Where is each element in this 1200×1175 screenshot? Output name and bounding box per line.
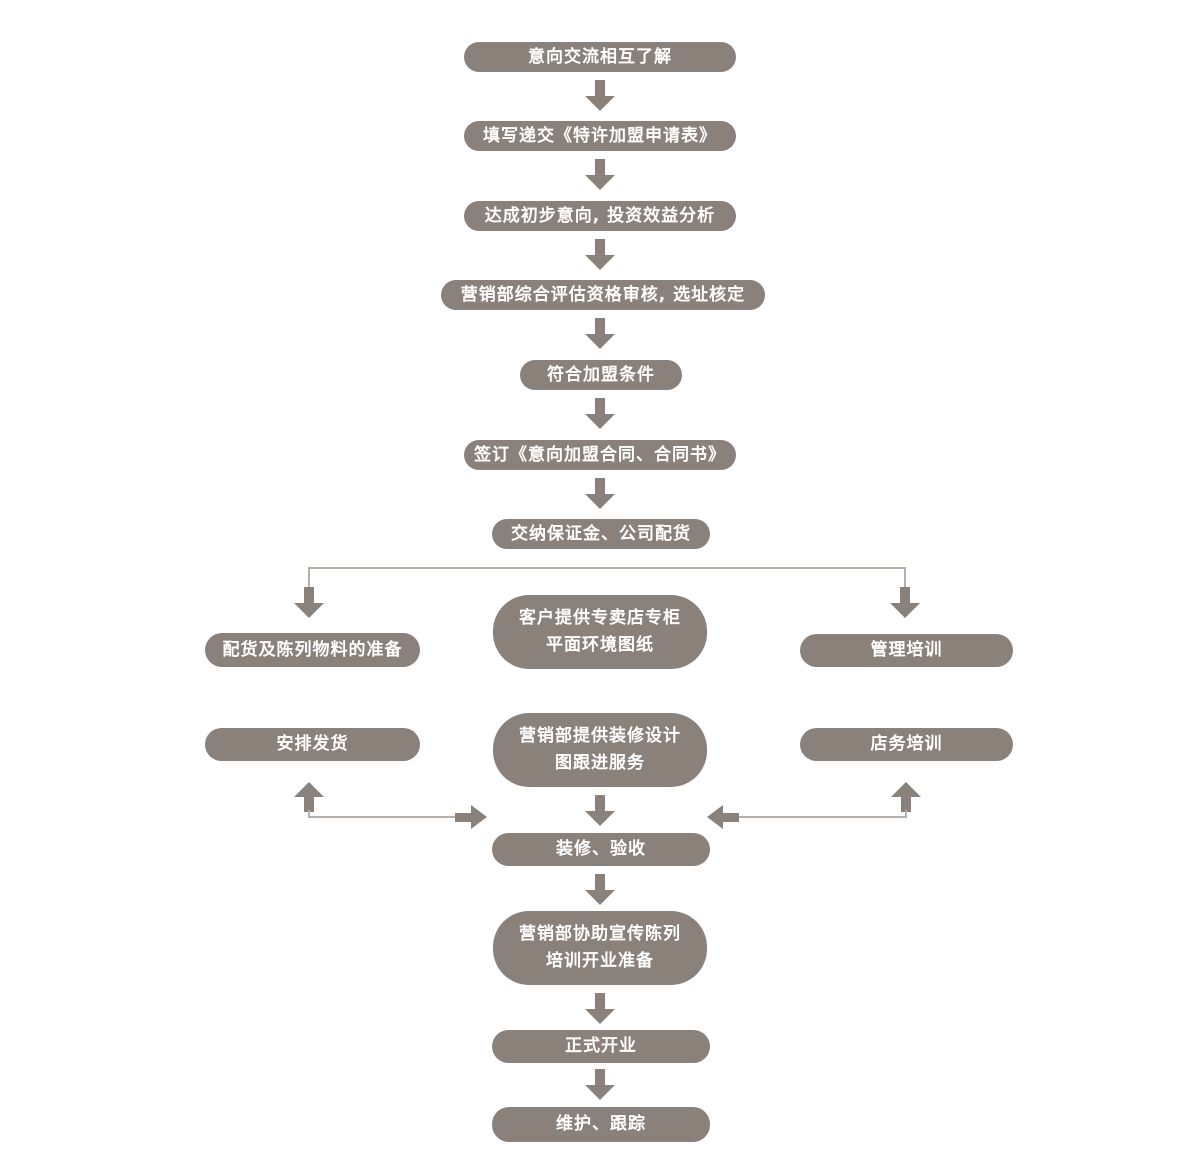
converge-left-drop-line: [308, 810, 310, 818]
flow-node-intent-exchange: 意向交流相互了解: [464, 42, 736, 72]
arrow-down-icon: [585, 80, 615, 111]
flow-node-grand-opening: 正式开业: [492, 1030, 710, 1063]
arrow-up-icon: [294, 782, 324, 812]
branch-rail-line: [309, 567, 906, 569]
converge-right-rail-line: [739, 816, 906, 818]
arrow-down-icon: [585, 318, 615, 349]
flow-node-meet-conditions: 符合加盟条件: [520, 360, 682, 390]
branch-left-drop-line: [308, 567, 310, 589]
flow-node-decoration-acceptance: 装修、验收: [492, 833, 710, 866]
arrow-down-icon: [585, 795, 615, 826]
arrow-down-icon: [890, 587, 920, 618]
arrow-left-icon: [707, 805, 739, 829]
arrow-down-icon: [585, 398, 615, 429]
flow-node-arrange-shipment: 安排发货: [205, 728, 420, 761]
flow-node-store-training: 店务培训: [800, 728, 1013, 761]
converge-left-rail-line: [309, 816, 455, 818]
flow-node-qualification-review: 营销部综合评估资格审核, 选址核定: [441, 280, 765, 310]
flow-node-management-training: 管理培训: [800, 634, 1013, 667]
arrow-down-icon: [585, 159, 615, 190]
flow-node-customer-floorplan: 客户提供专卖店专柜 平面环境图纸: [493, 595, 707, 669]
arrow-down-icon: [585, 874, 615, 905]
flow-node-opening-prep: 营销部协助宣传陈列 培训开业准备: [493, 911, 707, 985]
arrow-up-icon: [891, 782, 921, 812]
arrow-right-icon: [455, 805, 487, 829]
flow-node-goods-display-prep: 配货及陈列物料的准备: [205, 633, 420, 667]
arrow-down-icon: [585, 478, 615, 509]
converge-right-drop-line: [905, 810, 907, 818]
flow-node-deposit-distribution: 交纳保证金、公司配货: [492, 519, 710, 549]
arrow-down-icon: [294, 587, 324, 618]
arrow-down-icon: [585, 993, 615, 1024]
flow-node-application-form: 填写递交《特许加盟申请表》: [464, 121, 736, 151]
arrow-down-icon: [585, 239, 615, 270]
arrow-down-icon: [585, 1069, 615, 1100]
flow-node-sign-contract: 签订《意向加盟合同、合同书》: [464, 440, 736, 470]
flow-node-decoration-design: 营销部提供装修设计 图跟进服务: [493, 713, 707, 787]
flow-node-preliminary-intent: 达成初步意向, 投资效益分析: [464, 201, 736, 231]
flow-node-maintenance-tracking: 维护、跟踪: [492, 1107, 710, 1142]
branch-right-drop-line: [904, 567, 906, 589]
